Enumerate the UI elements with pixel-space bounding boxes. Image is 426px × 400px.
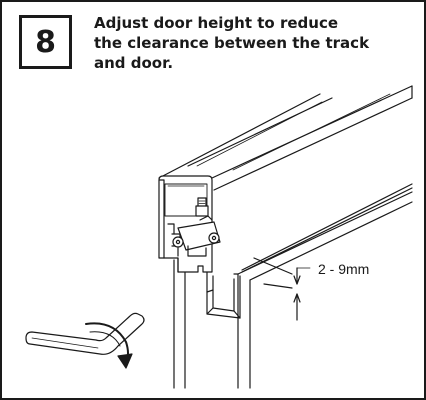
step-number-badge: 8: [19, 15, 72, 69]
clockwise-arrow-icon: [85, 322, 133, 369]
wall-edge: [173, 255, 186, 389]
door-bracket: [206, 271, 241, 319]
track-rail: [158, 85, 413, 271]
hex-key-icon: [25, 312, 145, 355]
door-panel: [233, 187, 413, 389]
roller-carriage: [172, 197, 221, 257]
clearance-label: 2 - 9mm: [318, 261, 370, 277]
clearance-dimension: [253, 257, 311, 321]
instruction-text: Adjust door height to reduce the clearan…: [94, 14, 370, 72]
track-end-profile: [158, 175, 213, 273]
